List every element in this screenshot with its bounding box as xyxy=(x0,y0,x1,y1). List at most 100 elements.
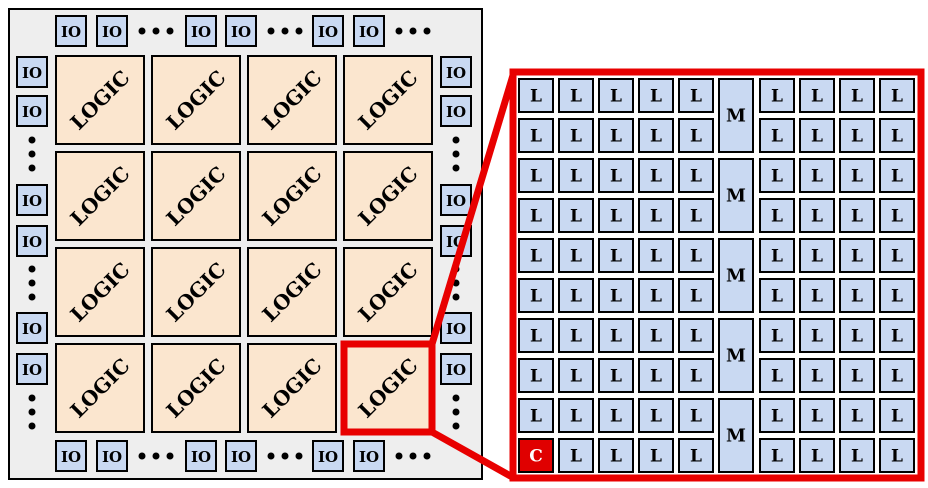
lut-cell xyxy=(839,238,875,273)
ellipsis-dot xyxy=(423,27,431,35)
lut-cell xyxy=(638,118,674,153)
lut-cell xyxy=(759,358,795,393)
logic-block xyxy=(343,151,433,241)
logic-block xyxy=(151,247,241,337)
lut-cell xyxy=(759,78,795,113)
lut-cell xyxy=(839,278,875,313)
lut-cell xyxy=(839,318,875,353)
lut-cell-label: L xyxy=(851,167,863,187)
lut-cell xyxy=(799,438,835,473)
lut-cell-label: L xyxy=(610,367,622,387)
lut-cell-label: L xyxy=(690,207,702,227)
lut-cell xyxy=(678,438,714,473)
memory-block xyxy=(718,78,754,153)
lut-cell xyxy=(518,238,554,273)
lut-cell xyxy=(598,318,634,353)
lut-cell-label: L xyxy=(570,127,582,147)
lut-cell-label: L xyxy=(891,87,903,107)
logic-block xyxy=(343,247,433,337)
logic-block xyxy=(55,151,145,241)
io-block xyxy=(440,56,472,88)
io-block-label: IO xyxy=(446,103,466,121)
io-block-label: IO xyxy=(191,23,211,41)
lut-cell xyxy=(678,118,714,153)
lut-cell-label: L xyxy=(530,287,542,307)
lut-cell-label: L xyxy=(771,447,783,467)
ellipsis-dot xyxy=(28,136,36,144)
lut-cell-label: L xyxy=(811,447,823,467)
lut-cell-label: L xyxy=(690,327,702,347)
io-block xyxy=(16,56,48,88)
lut-cell xyxy=(598,358,634,393)
lut-cell xyxy=(598,118,634,153)
memory-block-label: M xyxy=(726,426,746,447)
lut-cell xyxy=(759,118,795,153)
io-block xyxy=(16,353,48,385)
io-block-label: IO xyxy=(102,448,122,466)
lut-cell xyxy=(558,438,594,473)
lut-cell-label: L xyxy=(610,287,622,307)
lut-cell xyxy=(759,318,795,353)
ellipsis-dot xyxy=(152,27,160,35)
zoom-connector-top xyxy=(428,70,518,346)
lut-cell-label: L xyxy=(650,167,662,187)
lut-cell-label: L xyxy=(771,167,783,187)
lut-cell xyxy=(638,358,674,393)
lut-cell-label: L xyxy=(851,127,863,147)
io-block xyxy=(185,15,217,47)
lut-cell xyxy=(638,238,674,273)
lut-cell-label: L xyxy=(811,167,823,187)
memory-block xyxy=(718,158,754,233)
lut-cell-label: L xyxy=(851,287,863,307)
lut-cell-label: L xyxy=(690,247,702,267)
io-block-label: IO xyxy=(22,233,42,251)
io-block-label: IO xyxy=(102,23,122,41)
lut-cell-label: L xyxy=(891,327,903,347)
control-cell-label: C xyxy=(529,447,543,467)
lut-cell xyxy=(678,78,714,113)
lut-cell xyxy=(879,78,915,113)
lut-cell-label: L xyxy=(570,207,582,227)
lut-cell-label: L xyxy=(811,207,823,227)
lut-cell xyxy=(518,198,554,233)
lut-cell-label: L xyxy=(771,367,783,387)
io-block xyxy=(353,440,385,472)
lut-cell xyxy=(799,238,835,273)
lut-cell xyxy=(518,318,554,353)
ellipsis-dot xyxy=(28,408,36,416)
lut-cell xyxy=(879,238,915,273)
lut-cell-label: L xyxy=(851,407,863,427)
lut-cell xyxy=(678,158,714,193)
lut-cell-label: L xyxy=(690,167,702,187)
lut-cell-label: L xyxy=(650,447,662,467)
ellipsis-dot xyxy=(28,293,36,301)
lut-cell-label: L xyxy=(771,247,783,267)
lut-cell xyxy=(638,438,674,473)
highlight-box xyxy=(340,340,436,436)
io-block-label: IO xyxy=(446,361,466,379)
memory-block xyxy=(718,398,754,473)
ellipsis-dot xyxy=(267,27,275,35)
ellipsis-dot xyxy=(295,27,303,35)
ellipsis-dot xyxy=(409,27,417,35)
lut-cell xyxy=(799,358,835,393)
lut-cell-label: L xyxy=(530,407,542,427)
lut-cell-label: L xyxy=(771,87,783,107)
lut-cell-label: L xyxy=(570,407,582,427)
lut-cell xyxy=(799,318,835,353)
lut-cell xyxy=(759,238,795,273)
lut-cell xyxy=(759,278,795,313)
lut-cell xyxy=(839,358,875,393)
lut-cell xyxy=(839,78,875,113)
lut-cell-label: L xyxy=(891,127,903,147)
lut-cell xyxy=(678,198,714,233)
lut-cell-label: L xyxy=(530,167,542,187)
lut-cell xyxy=(799,78,835,113)
lut-cell-label: L xyxy=(891,407,903,427)
lut-cell-label: L xyxy=(610,407,622,427)
lut-cell-label: L xyxy=(811,127,823,147)
lut-cell xyxy=(799,158,835,193)
ellipsis-dot xyxy=(267,452,275,460)
lut-cell xyxy=(678,358,714,393)
